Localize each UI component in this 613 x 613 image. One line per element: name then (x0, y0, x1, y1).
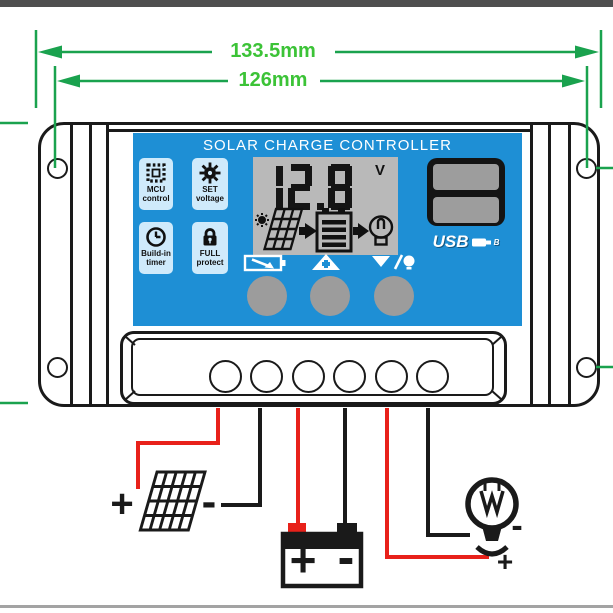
lamp-minus-label: - (511, 507, 522, 545)
terminal-screw-battery-plus (291, 360, 325, 393)
wire-solar-negative (221, 408, 262, 507)
screw-hole-top-left (46, 157, 68, 179)
sun-icon (255, 213, 269, 227)
battery-plus-label: + (290, 534, 317, 586)
button-down-load (374, 276, 414, 316)
dimension-label-inner: 126mm (238, 69, 308, 91)
terminal-screw-solar-minus (249, 360, 283, 393)
terminal-screw-battery-minus (332, 360, 366, 393)
usb-port-block (427, 158, 505, 226)
body-ridge-line (70, 125, 73, 404)
usb-port (433, 164, 499, 190)
terminal-screw-load-minus (415, 360, 449, 393)
load-bulb-icon (372, 254, 415, 270)
usb-sub-label: B (493, 237, 500, 247)
battery-charge-icon (243, 254, 286, 272)
solar-panel-symbol (138, 470, 207, 532)
wire-load-negative (426, 408, 470, 537)
arrow-right-icon (353, 223, 369, 239)
terminal-screw-solar-plus (208, 360, 242, 393)
terminal-block (120, 331, 507, 405)
solar-plus-label: + (110, 482, 133, 526)
wire-solar-positive (136, 408, 220, 489)
screw-hole-bottom-right (575, 356, 597, 378)
button-up (310, 276, 350, 316)
padlock-icon (203, 228, 217, 246)
lcd-display: V (253, 157, 398, 255)
body-ridge-line (106, 125, 109, 404)
body-ridge-line (530, 125, 533, 404)
terminal-screw-load-plus (374, 360, 408, 393)
usb-plug-icon (471, 238, 491, 246)
solar-panel-icon (262, 207, 304, 251)
body-ridge-line (568, 125, 571, 404)
battery-minus-label: - (338, 529, 355, 585)
mcu-chip-icon (146, 163, 166, 183)
lamp-symbol (465, 477, 519, 557)
triangle-plus-icon (312, 254, 340, 270)
lcd-flow-icons (255, 207, 394, 253)
battery-icon (315, 208, 353, 253)
battery-symbol (280, 523, 364, 589)
usb-port (433, 197, 499, 223)
product-title: SOLAR CHARGE CONTROLLER (203, 137, 452, 154)
lamp-plus-label: + (497, 546, 513, 577)
usb-label: USB B (432, 232, 500, 251)
button-battery-type (247, 276, 287, 316)
top-border-bar (0, 0, 613, 7)
body-ridge-line (106, 129, 530, 132)
wire-load-positive (385, 408, 489, 559)
gear-icon (199, 162, 221, 184)
clock-icon (146, 227, 166, 247)
arrow-right-icon (299, 223, 317, 239)
screw-hole-bottom-left (46, 356, 68, 378)
bottom-border-bar (0, 605, 613, 608)
dimension-label-outer: 133.5mm (230, 40, 316, 62)
solar-minus-label: - (202, 477, 217, 526)
lcd-unit: V (375, 162, 386, 179)
bulb-icon (368, 215, 394, 246)
screw-hole-top-right (575, 157, 597, 179)
body-ridge-line (548, 125, 551, 404)
body-ridge-line (89, 125, 92, 404)
